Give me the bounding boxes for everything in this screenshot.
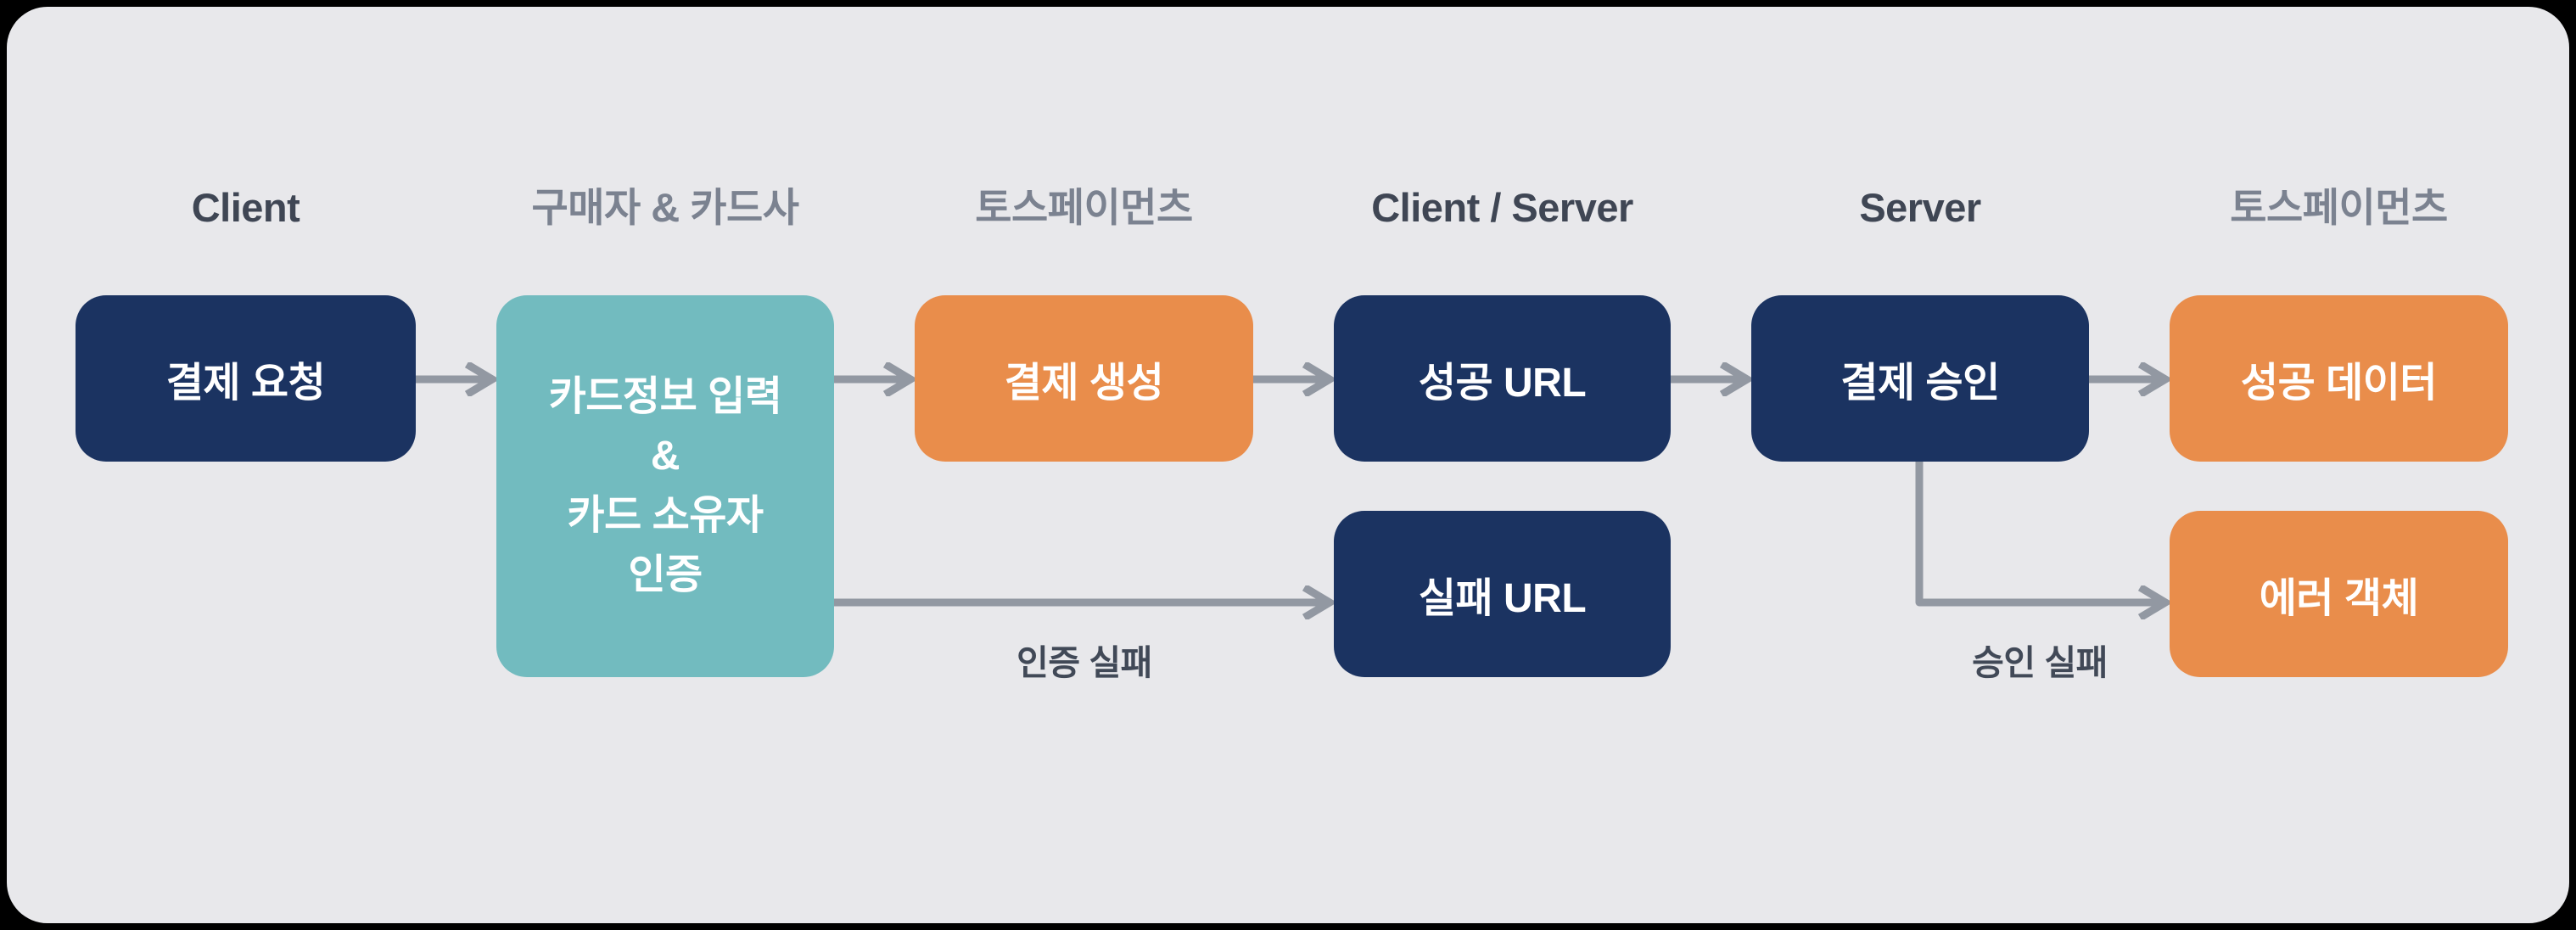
- node-card-input-line-4: 인증: [628, 552, 703, 597]
- node-payment-create: 결제 생성: [915, 295, 1253, 462]
- column-header-tosspayments-2: 토스페이먼츠: [2230, 185, 2448, 230]
- node-success-url: 성공 URL: [1334, 295, 1671, 462]
- column-header-buyer-cardco: 구매자 & 카드사: [531, 185, 800, 230]
- edge-label-auth-fail: 인증 실패: [1016, 643, 1152, 682]
- edge-label-approve-fail: 승인 실패: [1972, 643, 2108, 682]
- column-header-client: Client: [191, 185, 300, 230]
- node-card-input-auth: 카드정보 입력 & 카드 소유자 인증: [496, 295, 834, 677]
- node-fail-url: 실패 URL: [1334, 511, 1671, 677]
- node-card-input-line-3: 카드 소유자: [567, 493, 764, 538]
- node-card-input-line-1: 카드정보 입력: [548, 374, 782, 419]
- diagram-panel: [7, 7, 2569, 923]
- node-success-data: 성공 데이터: [2170, 295, 2508, 462]
- column-header-client-server: Client / Server: [1371, 185, 1633, 230]
- node-payment-approve: 결제 승인: [1751, 295, 2089, 462]
- node-error-object: 에러 객체: [2170, 511, 2508, 677]
- node-payment-request: 결제 요청: [76, 295, 416, 462]
- node-card-input-line-2: &: [650, 434, 680, 479]
- column-header-server: Server: [1859, 185, 1981, 230]
- column-header-tosspayments-1: 토스페이먼츠: [975, 185, 1193, 230]
